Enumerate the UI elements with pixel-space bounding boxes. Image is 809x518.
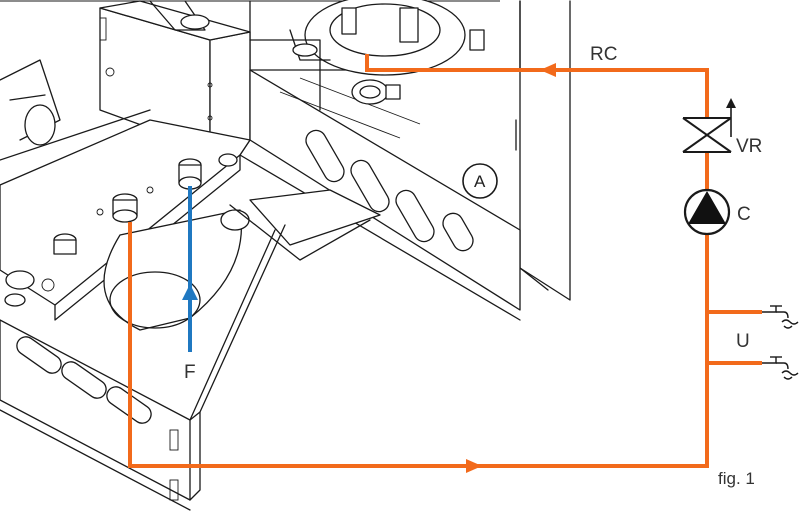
supply-pipe <box>128 222 709 468</box>
tap-icon <box>762 305 799 329</box>
flow-arrow-icon <box>466 459 482 473</box>
boiler-line-drawing <box>0 0 571 511</box>
check-valve-icon <box>682 98 736 153</box>
label-recirculation: RC <box>590 44 617 65</box>
label-pump: C <box>737 204 751 225</box>
recirculation-pipe <box>365 54 709 118</box>
hot-water-circuit <box>128 54 762 468</box>
flow-arrow-icon <box>182 284 198 300</box>
pump-icon <box>683 188 731 236</box>
cold-water-inlet <box>182 186 198 352</box>
flow-arrow-icon <box>540 63 556 77</box>
label-cold-inlet: F <box>184 362 196 383</box>
callout-a-circle <box>462 163 498 199</box>
label-check-valve: VR <box>736 136 762 157</box>
label-user-outlets: U <box>736 331 750 352</box>
callout-a-label: A <box>474 172 486 191</box>
figure-label: fig. 1 <box>718 469 755 488</box>
tap-icon <box>762 356 799 380</box>
